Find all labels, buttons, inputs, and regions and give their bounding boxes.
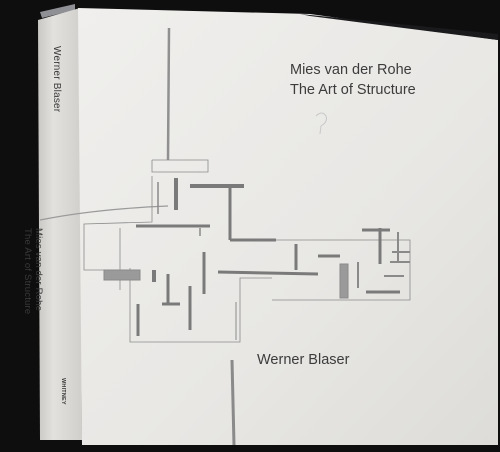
spine-title-line2: The Art of Structure: [22, 228, 33, 315]
cover-author: Werner Blaser: [257, 352, 350, 368]
floor-plan-drawing: [39, 27, 411, 446]
page-edges: [40, 4, 75, 18]
scribble-mark: [315, 112, 327, 135]
book-spine: [38, 8, 82, 440]
book-cover: [78, 8, 498, 445]
spine-title-line1: Mies van der Rohe: [33, 228, 44, 312]
spine-publisher: WHITNEY: [60, 378, 66, 405]
spine-author: Werner Blaser: [51, 46, 62, 113]
cover-title-line2: The Art of Structure: [290, 82, 416, 98]
cover-title-line1: Mies van der Rohe: [290, 62, 412, 78]
shadow: [300, 14, 498, 40]
